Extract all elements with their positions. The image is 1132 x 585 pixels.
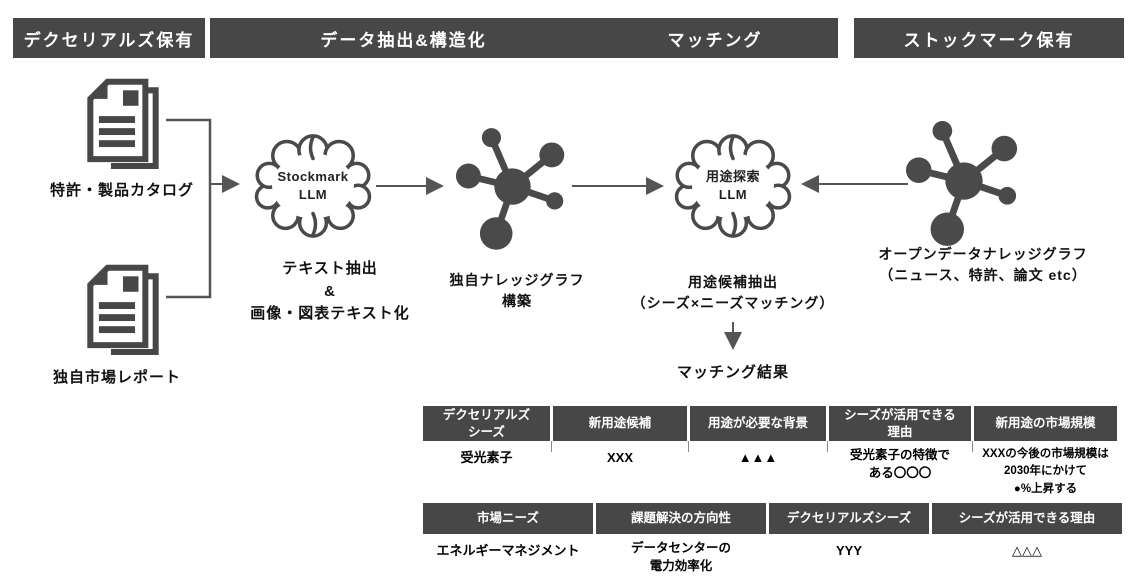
usage-candidate-caption: 用途候補抽出 （シーズ×ニーズマッチング） xyxy=(631,274,835,311)
stage-header-label: デクセリアルズ保有 xyxy=(23,30,195,50)
usage-search-llm-line2: LLM xyxy=(718,187,748,202)
table2-header-reason: シーズが活用できる理由 xyxy=(932,503,1122,534)
market-report-documents-icon xyxy=(80,262,166,362)
usage-search-llm-text: 用途探索 LLM xyxy=(673,138,793,234)
usage-search-llm-brain-icon xyxy=(673,130,793,242)
stage-header-dexerials: デクセリアルズ保有 xyxy=(13,18,205,58)
table1-header-background: 用途が必要な背景 xyxy=(690,406,826,441)
table1-cell-new-usage: XXX xyxy=(551,441,687,498)
stockmark-llm-line1: Stockmark xyxy=(277,169,349,185)
table2-header-market-needs: 市場ニーズ xyxy=(423,503,593,534)
seeds-matching-table: デクセリアルズ シーズ 新用途候補 用途が必要な背景 シーズが活用できる 理由 … xyxy=(423,406,1117,498)
usage-search-llm-line1: 用途探索 xyxy=(705,169,760,185)
patent-catalog-documents-icon xyxy=(80,76,166,176)
stage-header-extraction: データ抽出&構造化 xyxy=(210,18,597,58)
table2-cell-market-needs: エネルギーマネジメント xyxy=(436,543,580,558)
table1-cell-reason: 受光素子の特徴で ある〇〇〇 xyxy=(827,441,971,498)
source-merge-connector xyxy=(166,118,212,299)
table1-header-market-size: 新用途の市場規模 xyxy=(974,406,1117,441)
open-data-knowledge-graph-icon xyxy=(905,118,1023,246)
table2-header-solution-direction: 課題解決の方向性 xyxy=(596,503,766,534)
stage-header-label: マッチング xyxy=(667,30,763,50)
table1-cell-market-size: XXXの今後の市場規模は 2030年にかけて ●%上昇する xyxy=(972,441,1117,498)
text-extraction-caption: テキスト抽出 & 画像・図表テキスト化 xyxy=(250,260,410,322)
knowledge-graph-caption: 独自ナレッジグラフ 構築 xyxy=(449,272,585,309)
matching-result-label: マッチング結果 xyxy=(676,364,789,381)
stage-header-label: データ抽出&構造化 xyxy=(320,30,487,50)
table1-cell-background: ▲▲▲ xyxy=(688,441,826,498)
table1-header-new-usage: 新用途候補 xyxy=(553,406,687,441)
table1-header-reason: シーズが活用できる 理由 xyxy=(829,406,971,441)
stockmark-llm-line2: LLM xyxy=(298,187,328,202)
stockmark-llm-text: Stockmark LLM xyxy=(253,138,373,234)
table2-cell-solution-direction: データセンターの 電力効率化 xyxy=(630,541,731,573)
table2-cell-seeds: YYY xyxy=(835,543,862,558)
stage-header-label: ストックマーク保有 xyxy=(903,30,1075,50)
open-data-kg-caption: オープンデータナレッジグラフ （ニュース、特許、論文 etc） xyxy=(878,246,1088,283)
table1-cell-seeds: 受光素子 xyxy=(460,450,513,465)
patent-catalog-label: 特許・製品カタログ xyxy=(49,182,194,199)
knowledge-graph-icon xyxy=(455,125,570,250)
table1-header-seeds: デクセリアルズ シーズ xyxy=(423,406,550,441)
table2-header-seeds: デクセリアルズシーズ xyxy=(769,503,929,534)
market-report-label: 独自市場レポート xyxy=(52,369,181,386)
table2-cell-reason: △△△ xyxy=(1012,543,1042,558)
needs-matching-table: 市場ニーズ 課題解決の方向性 デクセリアルズシーズ シーズが活用できる理由 エネ… xyxy=(423,503,1122,575)
stage-header-matching: マッチング xyxy=(592,18,838,58)
stockmark-llm-brain-icon xyxy=(253,130,373,242)
stage-header-stockmark: ストックマーク保有 xyxy=(854,18,1124,58)
